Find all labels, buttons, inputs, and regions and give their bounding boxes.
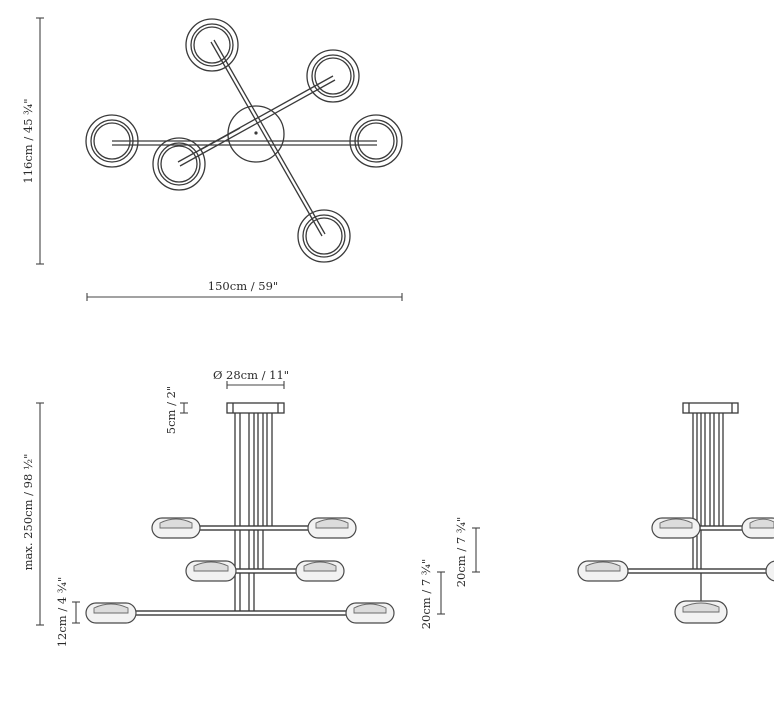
- tier-spacing-label-a: 20cm / 7 ¾": [419, 559, 433, 630]
- top-view-lamp-inner-left: [152, 137, 206, 191]
- front-view-shade-upper-right: [307, 517, 357, 539]
- diameter-symbol: Ø: [213, 368, 222, 382]
- front-view-canopy: [226, 402, 285, 414]
- top-view-width-label: 150cm / 59": [208, 279, 278, 293]
- side-view-shade-lower: [674, 600, 728, 624]
- front-view-arm-lower: [109, 610, 371, 616]
- shade-height-label: 12cm / 4 ¾": [55, 577, 69, 648]
- side-view-shade-middle-left: [577, 560, 629, 582]
- top-view-arm-diagonal-up-edge: [179, 79, 336, 167]
- side-view-shade-upper-right: [741, 517, 774, 539]
- side-view-rods: [692, 413, 724, 610]
- top-view-width-dimension: [86, 293, 403, 301]
- tier-spacing-dimension-a: [437, 571, 445, 615]
- side-view-shade-middle-right: [765, 560, 774, 582]
- front-view-shade-middle-left: [185, 560, 237, 582]
- top-view-height-dimension: [36, 17, 44, 265]
- canopy-height-label: 5cm / 2": [164, 386, 178, 434]
- front-view-shade-lower-right: [345, 602, 395, 624]
- tier-spacing-label-b: 20cm / 7 ¾": [454, 517, 468, 588]
- top-view-height-label: 116cm / 45 ¾": [21, 98, 35, 183]
- max-height-label: max. 250cm / 98 ½": [21, 454, 35, 571]
- canopy-diameter-label: 28cm / 11": [226, 368, 289, 382]
- top-view-arm-overlap: [199, 127, 241, 151]
- front-view-rods: [234, 413, 273, 612]
- canopy-diameter-dimension: [226, 381, 285, 389]
- top-view-lamp-left: [85, 114, 139, 168]
- front-view-shade-upper-left: [151, 517, 201, 539]
- max-height-dimension: [36, 402, 44, 626]
- top-view-arm-diagonal-down-edge: [213, 39, 326, 235]
- side-view-arm-middle: [603, 568, 774, 574]
- front-view-shade-lower-left: [85, 602, 137, 624]
- top-view-arm-diagonal-down: [210, 41, 323, 237]
- shade-height-dimension: [72, 601, 80, 624]
- top-view-lamp-upper-right: [306, 49, 360, 103]
- top-view-lamp-top: [185, 18, 239, 72]
- top-view: 116cm / 45 ¾" 150cm / 59": [21, 17, 403, 301]
- top-view-lamp-right: [349, 114, 403, 168]
- side-view: [577, 402, 774, 624]
- top-view-lamp-bottom: [297, 209, 351, 263]
- front-view: Ø 28cm / 11" 5cm / 2" max. 250cm / 98 ½"…: [21, 368, 480, 647]
- front-view-shade-middle-right: [295, 560, 345, 582]
- top-view-canopy-center: [254, 131, 258, 135]
- side-view-canopy: [682, 402, 739, 414]
- side-view-shade-upper-left: [651, 517, 701, 539]
- tier-spacing-dimension-b: [472, 527, 480, 573]
- canopy-height-dimension: [180, 402, 188, 414]
